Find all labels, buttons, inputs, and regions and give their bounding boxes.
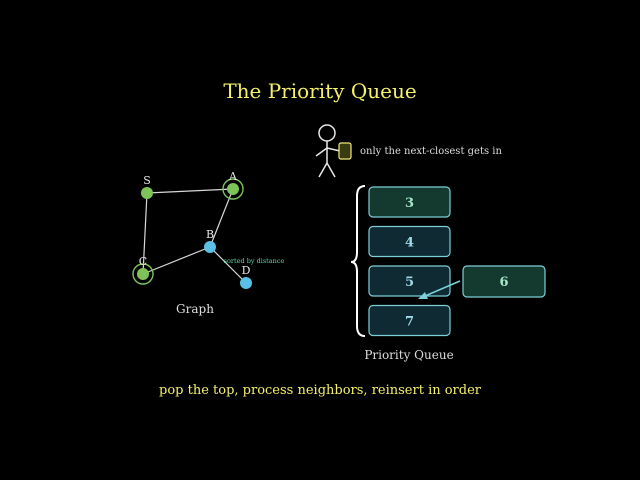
graph-nodes: S A B C D: [132, 170, 252, 289]
graph-edge-b-d: [209, 246, 247, 284]
queue-item-value: 4: [405, 236, 414, 251]
graph-node-label: C: [139, 255, 147, 268]
queue-item-box: [368, 265, 451, 297]
queue-item: 5: [368, 265, 451, 297]
token-icon: [338, 142, 352, 160]
graph-node-dot: [204, 241, 216, 253]
graph-node-b: B: [204, 228, 216, 253]
queue-brace-icon: [350, 185, 366, 337]
graph-panel: S A B C D sorted by distance Graph: [132, 170, 285, 316]
graph-node-c: C: [132, 255, 154, 285]
sorted-by-distance-note: sorted by distance: [224, 257, 285, 265]
graph-node-dot: [240, 277, 252, 289]
graph-node-dot: [141, 187, 153, 199]
queue-item: 7: [368, 304, 451, 337]
graph-node-ring: [222, 178, 244, 200]
queue-item: 3: [368, 186, 451, 218]
queue-item-box: [368, 186, 451, 218]
queue-item-box: [368, 304, 451, 337]
graph-node-label: A: [228, 170, 238, 183]
graph-caption: Graph: [176, 302, 214, 316]
graph-node-dot: [137, 268, 149, 280]
figure-note: only the next-closest gets in: [360, 146, 502, 157]
queue-item-value: 7: [405, 315, 414, 330]
incoming-item: 6: [462, 265, 546, 298]
graph-node-ring: [132, 263, 154, 285]
diagram-title: The Priority Queue: [223, 79, 416, 103]
queue-item-box: [368, 225, 451, 258]
graph-node-dot: [227, 183, 239, 195]
priority-queue: 3 4 5 7: [368, 186, 451, 337]
graph-node-s: S: [141, 174, 153, 199]
graph-edge-s-a: [146, 188, 234, 194]
graph-node-d: D: [240, 264, 252, 289]
footer-caption: pop the top, process neighbors, reinsert…: [159, 383, 482, 398]
graph-edge-c-b: [142, 246, 211, 275]
insert-arrow-icon: [418, 280, 461, 299]
queue-item-value: 5: [405, 275, 414, 290]
queue-item: 4: [368, 225, 451, 258]
graph-node-label: S: [143, 174, 151, 187]
stick-figure-icon: [315, 124, 341, 178]
graph-node-a: A: [222, 170, 244, 200]
graph-edge-s-c: [142, 192, 148, 275]
graph-node-label: B: [206, 228, 214, 241]
graph-edges: [142, 188, 247, 284]
incoming-value: 6: [499, 275, 508, 290]
queue-caption: Priority Queue: [364, 348, 453, 362]
graph-node-label: D: [242, 264, 251, 277]
queue-item-value: 3: [405, 196, 414, 211]
